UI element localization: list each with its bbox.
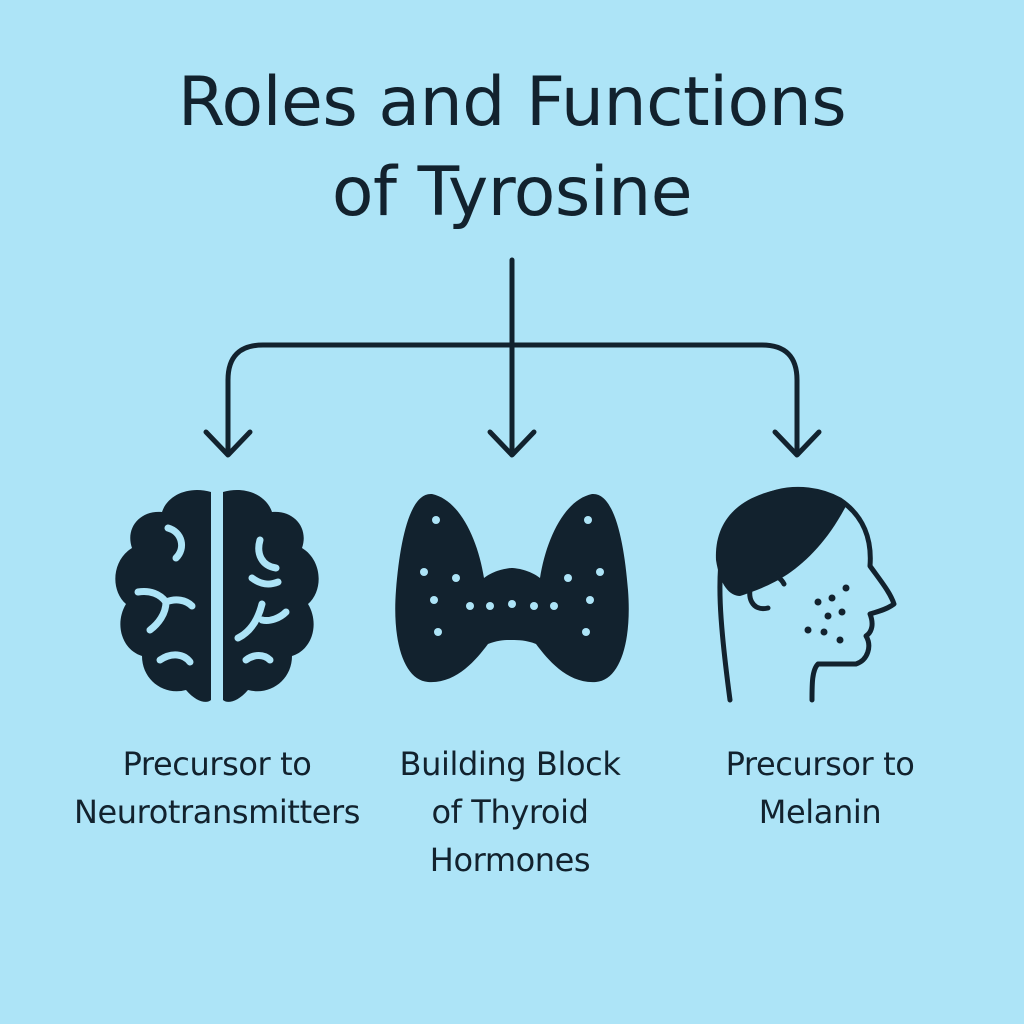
thyroid-dots — [420, 516, 604, 636]
brain-fold — [164, 524, 186, 562]
thyroid-dot — [432, 516, 440, 524]
melanin-spot — [820, 628, 828, 636]
brain-icon — [115, 490, 319, 702]
brain-right-hemisphere — [223, 490, 319, 702]
title-line: Roles and Functions — [177, 63, 847, 142]
thyroid-gland-icon — [395, 493, 629, 683]
melanin-spot — [838, 608, 846, 616]
page-title: Roles and Functions of Tyrosine — [0, 58, 1024, 238]
melanin-spot — [836, 636, 844, 644]
arrowhead-center — [487, 429, 537, 458]
thyroid-dot — [486, 602, 494, 610]
brain-fold — [242, 652, 274, 664]
title-line: of Tyrosine — [331, 153, 693, 232]
label-line: Hormones — [429, 841, 591, 879]
label-line: Building Block — [399, 745, 621, 783]
face-profile-icon — [715, 486, 897, 703]
arrowhead-left — [203, 429, 253, 458]
thyroid-dot — [452, 574, 460, 582]
melanin-spot — [828, 594, 836, 602]
thyroid-dot — [582, 628, 590, 636]
thyroid-gland-shape — [395, 493, 629, 683]
brain-fold — [248, 574, 282, 588]
brain-fold — [258, 608, 290, 624]
label-line: of Thyroid — [431, 793, 589, 831]
brain-folds — [134, 524, 290, 666]
thyroid-dot — [584, 516, 592, 524]
thyroid-dot — [420, 568, 428, 576]
melanin-spot — [842, 584, 850, 592]
arrowhead-right — [772, 429, 822, 458]
thyroid-dot — [564, 574, 572, 582]
thyroid-dot — [550, 602, 558, 610]
brain-fold — [156, 651, 194, 666]
face-melanin-spots — [804, 584, 850, 644]
label-line: Melanin — [758, 793, 882, 831]
thyroid-dot — [430, 596, 438, 604]
thyroid-dot — [586, 596, 594, 604]
role-label-thyroid-hormones: Building Block of Thyroid Hormones — [360, 740, 660, 884]
face-hair — [715, 487, 846, 596]
thyroid-dot — [434, 628, 442, 636]
label-line: Neurotransmitters — [73, 793, 361, 831]
melanin-spot — [824, 612, 832, 620]
label-line: Precursor to — [725, 745, 915, 783]
brain-fold — [255, 536, 280, 572]
thyroid-dot — [508, 600, 516, 608]
brain-fold — [162, 596, 196, 610]
thyroid-dot — [466, 602, 474, 610]
brain-fold — [234, 600, 266, 642]
melanin-spot — [814, 598, 822, 606]
role-label-neurotransmitters: Precursor to Neurotransmitters — [20, 740, 414, 836]
label-line: Precursor to — [122, 745, 312, 783]
role-label-melanin: Precursor to Melanin — [680, 740, 960, 836]
thyroid-dot — [530, 602, 538, 610]
melanin-spot — [804, 626, 812, 634]
connector-arrows — [203, 257, 822, 458]
thyroid-dot — [596, 568, 604, 576]
face-ear — [747, 571, 787, 612]
branch-line — [225, 342, 800, 455]
